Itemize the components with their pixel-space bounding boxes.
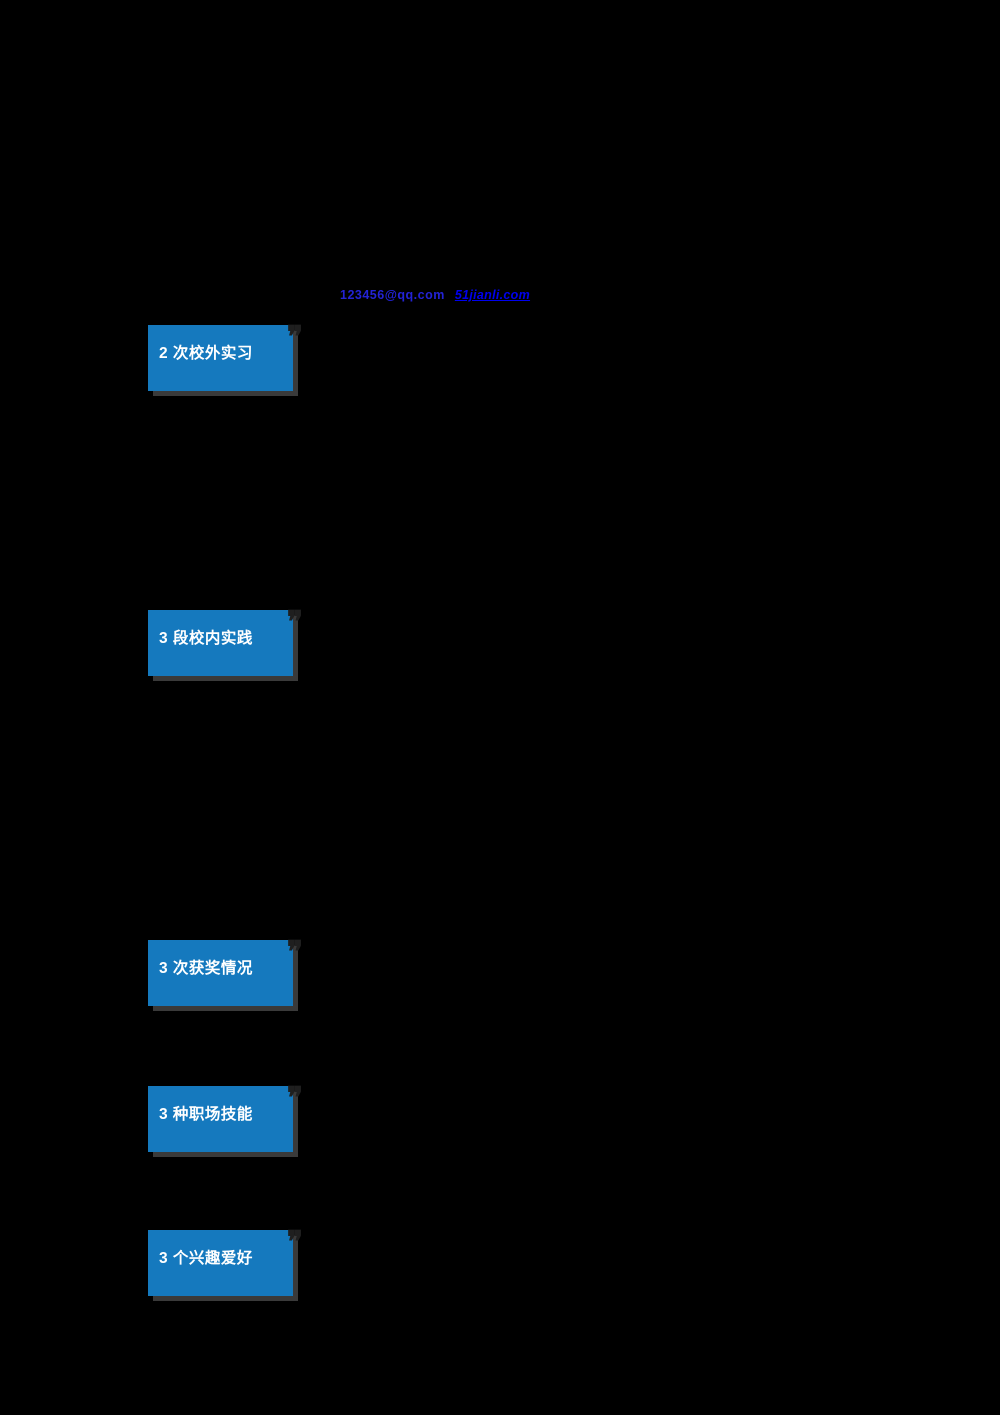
section-header-hobbies: 3 个兴趣爱好 ❞ [148, 1228, 303, 1301]
quote-icon: ❞ [286, 1225, 303, 1260]
section-header-face: 3 段校内实践 [148, 610, 293, 676]
section-header-awards: 3 次获奖情况 ❞ [148, 938, 303, 1011]
section-header-face: 3 个兴趣爱好 [148, 1230, 293, 1296]
section-header-face: 2 次校外实习 [148, 325, 293, 391]
section-header-face: 3 次获奖情况 [148, 940, 293, 1006]
section-header-label: 3 次获奖情况 [159, 960, 253, 977]
contact-line: 123456@qq.com 51jianli.com [340, 285, 530, 305]
quote-icon: ❞ [286, 320, 303, 355]
quote-icon: ❞ [286, 1081, 303, 1116]
section-header-label: 3 个兴趣爱好 [159, 1250, 253, 1267]
section-header-label: 2 次校外实习 [159, 345, 253, 362]
quote-icon: ❞ [286, 605, 303, 640]
contact-email-text: 123456@qq.com [340, 288, 445, 302]
section-header-face: 3 种职场技能 [148, 1086, 293, 1152]
section-header-external-internships: 2 次校外实习 ❞ [148, 323, 303, 396]
section-header-label: 3 种职场技能 [159, 1106, 253, 1123]
section-header-label: 3 段校内实践 [159, 630, 253, 647]
section-header-workplace-skills: 3 种职场技能 ❞ [148, 1084, 303, 1157]
contact-hyperlink[interactable]: 51jianli.com [454, 288, 531, 302]
quote-icon: ❞ [286, 935, 303, 970]
section-header-campus-practice: 3 段校内实践 ❞ [148, 608, 303, 681]
